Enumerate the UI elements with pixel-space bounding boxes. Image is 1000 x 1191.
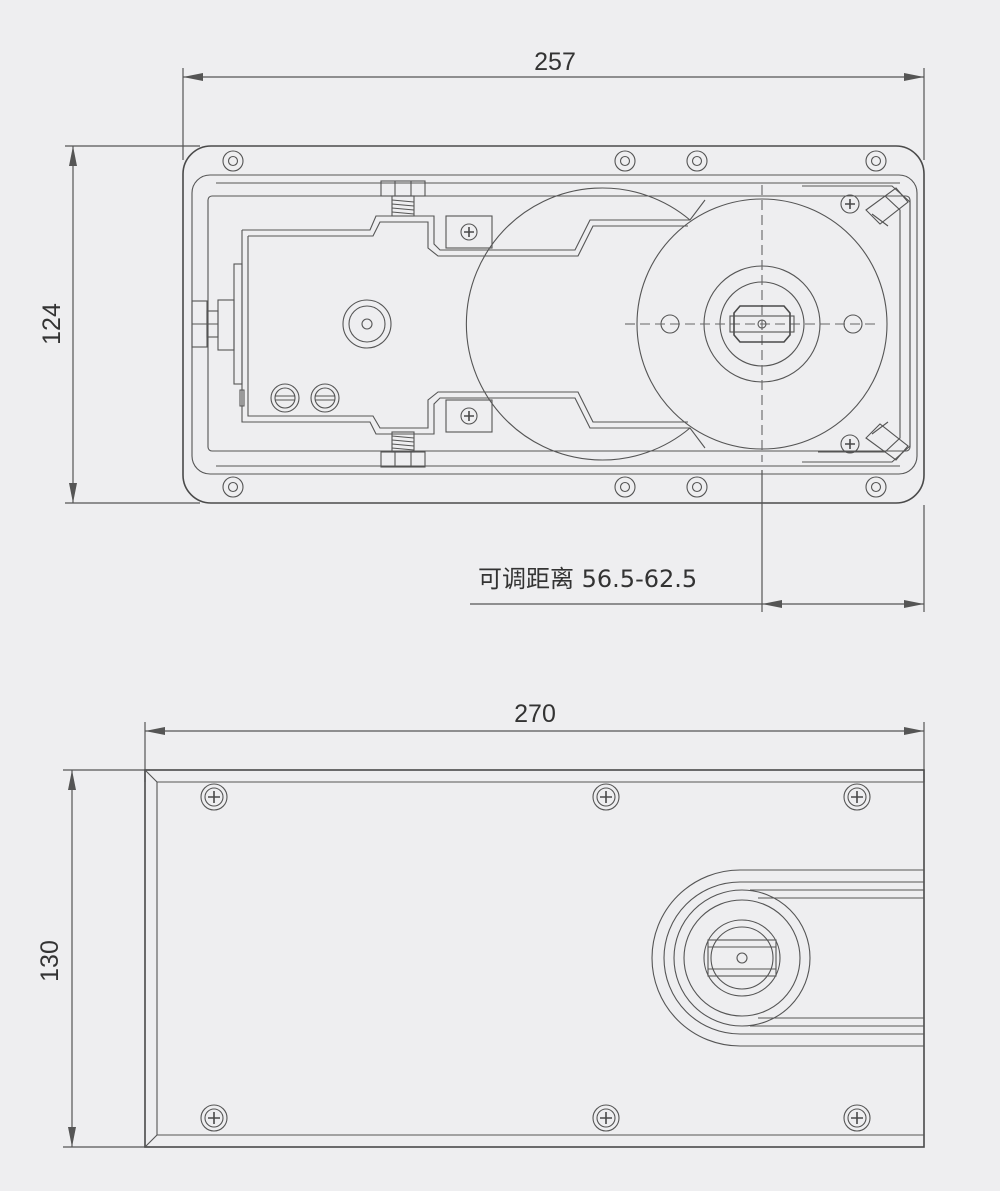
mounting-hole xyxy=(222,150,244,172)
height-label-top: 124 xyxy=(38,303,66,345)
cavity-outline xyxy=(207,195,911,452)
cover-plate xyxy=(144,769,925,1148)
adjust-distance-label: 可调距离 56.5-62.5 xyxy=(478,565,697,593)
mounting-hole xyxy=(686,476,708,498)
mechanism-body xyxy=(241,199,706,449)
cover-screws xyxy=(200,783,871,1132)
dimension-width-bottom: 270 xyxy=(144,700,925,782)
mounting-hole xyxy=(222,476,244,498)
spindle-slot xyxy=(651,869,924,1047)
dimension-height-top: 124 xyxy=(38,145,200,504)
end-cap-valve xyxy=(191,263,243,385)
mounting-hole xyxy=(865,150,887,172)
adjuster-screw-top xyxy=(380,180,426,217)
dimension-adjust: 可调距离 56.5-62.5 xyxy=(470,470,925,612)
height-label-bottom: 130 xyxy=(36,940,64,982)
width-label-bottom: 270 xyxy=(514,700,556,728)
housing-outline xyxy=(182,145,925,504)
width-label-top: 257 xyxy=(534,48,576,76)
dimension-height-bottom: 130 xyxy=(36,769,150,1148)
cover-screw xyxy=(200,783,228,811)
spindle-bottom xyxy=(707,939,777,977)
speed-valve xyxy=(270,383,300,413)
bracket-screw-top xyxy=(445,215,493,249)
piston-bore xyxy=(342,299,392,349)
bottom-view: 270 130 xyxy=(36,700,925,1148)
cover-screw xyxy=(592,1104,620,1132)
top-view: 257 124 xyxy=(38,48,925,612)
speed-valve xyxy=(310,383,340,413)
bracket-screw-bottom xyxy=(445,399,493,433)
cover-screw xyxy=(843,1104,871,1132)
cover-screw xyxy=(843,783,871,811)
mounting-hole xyxy=(614,476,636,498)
cover-screw xyxy=(200,1104,228,1132)
spindle-top xyxy=(729,305,795,343)
right-end-plate xyxy=(802,185,911,463)
mounting-hole xyxy=(686,150,708,172)
dimension-width-top: 257 xyxy=(182,48,925,160)
mounting-hole xyxy=(865,476,887,498)
adjuster-screw-bottom xyxy=(380,431,426,468)
cam-housing xyxy=(465,185,888,462)
mounting-holes-top xyxy=(222,150,887,498)
cover-screw xyxy=(592,783,620,811)
mounting-hole xyxy=(614,150,636,172)
